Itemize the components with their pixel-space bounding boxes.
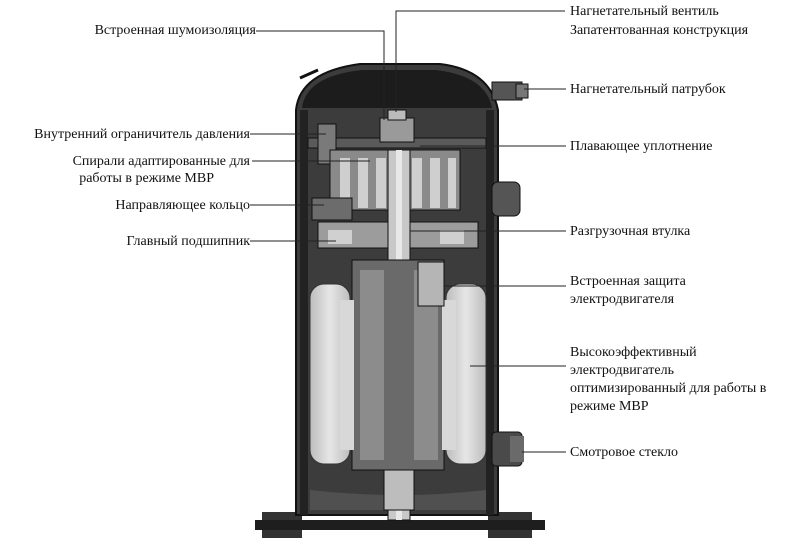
label-noise-insulation: Встроенная шумоизоляция: [20, 22, 256, 39]
label-motor-line1: Высокоэффективный: [570, 344, 697, 361]
label-discharge-valve-line2: Запатентованная конструкция: [570, 22, 748, 39]
label-motor-protection-line1: Встроенная защита: [570, 273, 686, 290]
label-unloading-sleeve: Разгрузочная втулка: [570, 223, 690, 240]
label-scrolls-line1: Спирали адаптированные для: [20, 153, 250, 170]
label-discharge-valve-line1: Нагнетательный вентиль: [570, 3, 719, 20]
discharge-pipe: [492, 82, 528, 100]
label-motor-protection-line2: электродвигателя: [570, 291, 674, 308]
label-floating-seal: Плавающее уплотнение: [570, 138, 712, 155]
label-motor-line3: оптимизированный для работы в: [570, 380, 766, 397]
guide-ring: [312, 198, 352, 220]
label-main-bearing: Главный подшипник: [20, 233, 250, 250]
label-motor-line2: электродвигатель: [570, 362, 674, 379]
label-sight-glass: Смотровое стекло: [570, 444, 678, 461]
side-fitting: [492, 182, 520, 216]
label-guide-ring: Направляющее кольцо: [20, 197, 250, 214]
label-motor-line4: режиме МВР: [570, 398, 649, 415]
label-pressure-limiter: Внутренний ограничитель давления: [0, 126, 250, 143]
label-discharge-pipe: Нагнетательный патрубок: [570, 81, 726, 98]
label-scrolls-line2: работы в режиме МВР: [20, 170, 214, 187]
motor-protector: [418, 262, 444, 306]
sight-glass: [492, 432, 524, 466]
